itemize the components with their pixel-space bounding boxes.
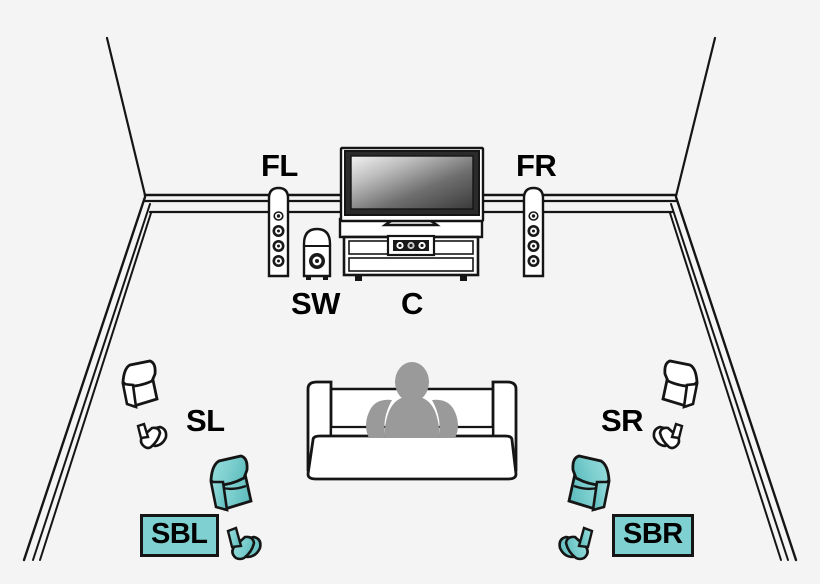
person-arm-right (432, 399, 458, 438)
label-surround-right: SR (601, 403, 644, 438)
fr-woofer-1-dome (532, 229, 535, 233)
sl-base-front (139, 426, 162, 450)
person-torso (384, 396, 440, 438)
cabinet-foot-right (460, 275, 467, 281)
sw-foot-right (323, 276, 328, 280)
person-head (395, 362, 429, 402)
surround-back-right-stand-speaker (558, 454, 611, 561)
sidewall-left-mid (32, 203, 151, 561)
sl-cabinet-side (121, 382, 138, 409)
sbr-base-front (564, 535, 589, 561)
sr-cabinet-side (682, 382, 699, 409)
sofa-seat-front (306, 434, 518, 481)
center-driver-mid-dome (409, 243, 413, 248)
fr-woofer-2-dome (532, 244, 535, 248)
center-channel-speaker (386, 234, 436, 257)
sbl-base-front (231, 535, 256, 561)
sr-pole (670, 422, 684, 440)
sbl-top-angle (209, 454, 249, 487)
fl-woofer-3-dome (277, 259, 280, 263)
surround-back-left-stand-speaker (209, 454, 262, 561)
surround-right-stand-speaker (652, 359, 699, 450)
label-subwoofer: SW (291, 286, 340, 321)
tv-screen (350, 155, 474, 210)
label-front-right: FR (516, 148, 557, 183)
sl-pole (136, 422, 150, 440)
sidewall-left-base (39, 212, 152, 561)
sidewall-left-top (22, 195, 147, 562)
center-driver-right-dome (420, 243, 424, 248)
person-arm-left (366, 399, 392, 438)
sbr-top-angle (571, 454, 611, 487)
sr-top-angle (663, 359, 699, 388)
cabinet-foot-left (355, 275, 362, 281)
ceiling-line-right (674, 36, 717, 198)
sidewall-right-top (674, 195, 798, 562)
surround-left-stand-speaker (121, 359, 168, 450)
television (339, 146, 485, 227)
sidewall-right-mid (670, 203, 789, 561)
sbr-pole (577, 526, 594, 549)
fr-tweeter-dome (531, 214, 536, 218)
label-center: C (401, 286, 423, 321)
sw-driver-dome (315, 259, 319, 263)
center-driver-left-dome (398, 243, 402, 248)
label-surround-back-left: SBL (140, 514, 219, 557)
label-front-left: FL (261, 148, 298, 183)
label-surround-back-right: SBR (612, 514, 694, 557)
front-left-tower-speaker (267, 186, 290, 278)
sl-top-angle (121, 359, 157, 388)
sidewall-right-base (669, 212, 782, 561)
sr-base-front (658, 426, 681, 450)
fr-woofer-3-dome (532, 259, 535, 263)
fl-woofer-2-dome (277, 244, 280, 248)
ceiling-line-left (105, 36, 147, 197)
subwoofer-box (302, 227, 332, 280)
fl-woofer-1-dome (277, 229, 280, 233)
front-right-tower-speaker (522, 186, 545, 278)
sbr-cabinet-side (591, 480, 611, 512)
label-surround-left: SL (186, 403, 225, 438)
sbl-cabinet-side (209, 480, 229, 512)
sbl-pole (226, 526, 243, 549)
cabinet-shelf-lower (348, 257, 474, 272)
fl-tweeter-dome (276, 214, 281, 218)
seated-person (366, 362, 458, 438)
sw-foot-left (306, 276, 311, 280)
